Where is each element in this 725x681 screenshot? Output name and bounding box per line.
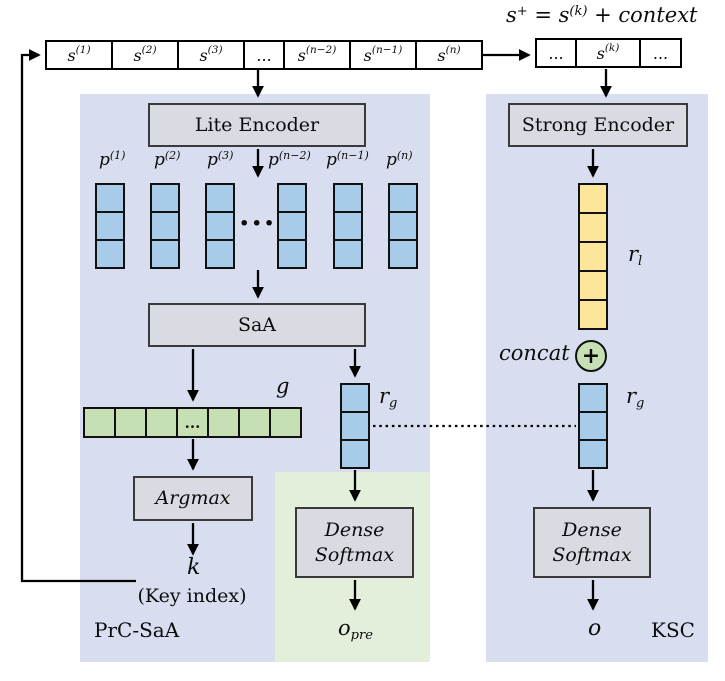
prc-saa-title: PrC-SaA <box>94 618 180 642</box>
saa-label: SaA <box>237 313 277 336</box>
ksc-title: KSC <box>651 618 695 642</box>
g-cell <box>83 407 116 438</box>
sequence-cell-3: s(3) <box>179 42 245 68</box>
o-pre-label: opre <box>338 616 373 643</box>
context-formula: s+ = s(k) + context <box>506 3 697 27</box>
rl-label: rl <box>628 242 643 269</box>
strong-encoder-label: Strong Encoder <box>521 113 675 136</box>
rg-vector-right <box>578 383 608 469</box>
p2-label: p(2) <box>154 149 181 170</box>
argmax-box: Argmax <box>133 476 253 521</box>
pn-1-vector <box>333 183 363 269</box>
rg-label-right: rg <box>626 384 645 411</box>
pn-2-label: p(n−2) <box>268 149 311 170</box>
rl-vector <box>578 183 608 330</box>
pn-2-vector <box>277 183 307 269</box>
saa-box: SaA <box>148 303 366 347</box>
key-index-caption: (Key index) <box>137 585 247 607</box>
formula-plus: + <box>587 3 619 27</box>
key-selection-row: ... s(k) ... <box>535 38 682 68</box>
dense-ksc-line1: Dense <box>562 518 622 541</box>
key-cell-sk: s(k) <box>577 40 641 66</box>
pn-label: p(n) <box>386 149 413 170</box>
concat-plus-icon: + <box>575 340 607 372</box>
sequence-cell-n-1: s(n−1) <box>351 42 417 68</box>
formula-plus-sup: + <box>516 4 528 19</box>
p1-label: p(1) <box>99 149 126 170</box>
lite-encoder-label: Lite Encoder <box>194 113 320 136</box>
rg-label-left: rg <box>379 384 398 411</box>
o-label: o <box>588 616 602 641</box>
formula-equals: = <box>527 3 559 27</box>
dense-pre-line1: Dense <box>324 518 385 541</box>
sequence-cell-1: s(1) <box>47 42 113 68</box>
formula-s2: s <box>558 3 570 27</box>
formula-s: s <box>506 3 517 27</box>
p2-vector <box>150 183 180 269</box>
g-label: g <box>276 374 290 398</box>
k-label: k <box>187 555 201 580</box>
key-cell-ellipsis-left: ... <box>537 40 577 66</box>
p3-label: p(3) <box>207 149 234 170</box>
dense-softmax-ksc-box: Dense Softmax <box>533 507 651 578</box>
dense-softmax-pre-box: Dense Softmax <box>295 507 414 578</box>
formula-context: context <box>618 3 698 27</box>
g-cell <box>145 407 178 438</box>
p1-vector <box>95 183 125 269</box>
sequence-cell-2: s(2) <box>113 42 179 68</box>
p3-vector <box>205 183 235 269</box>
p-columns-ellipsis: ··· <box>239 206 277 241</box>
argmax-label: Argmax <box>155 487 231 510</box>
g-cell <box>269 407 302 438</box>
g-cell-ellipsis: ... <box>176 407 209 438</box>
dense-pre-line2: Softmax <box>314 543 395 566</box>
g-cell <box>207 407 240 438</box>
sequence-cell-ellipsis: ... <box>245 42 285 68</box>
pn-1-label: p(n−1) <box>326 149 369 170</box>
sequence-cell-n-2: s(n−2) <box>285 42 351 68</box>
g-cell <box>114 407 147 438</box>
g-cell <box>238 407 271 438</box>
rg-vector-left <box>340 383 370 469</box>
input-sequence-row: s(1) s(2) s(3) ... s(n−2) s(n−1) s(n) <box>45 40 483 70</box>
concat-label: concat <box>499 341 570 365</box>
dense-ksc-line2: Softmax <box>552 543 632 566</box>
lite-encoder-box: Lite Encoder <box>148 103 366 147</box>
pn-vector <box>388 183 418 269</box>
strong-encoder-box: Strong Encoder <box>508 103 688 147</box>
g-vector-row: ... <box>83 407 302 438</box>
sequence-cell-n: s(n) <box>437 44 461 65</box>
key-cell-ellipsis-right: ... <box>652 43 669 63</box>
formula-k-sup: (k) <box>569 4 588 19</box>
